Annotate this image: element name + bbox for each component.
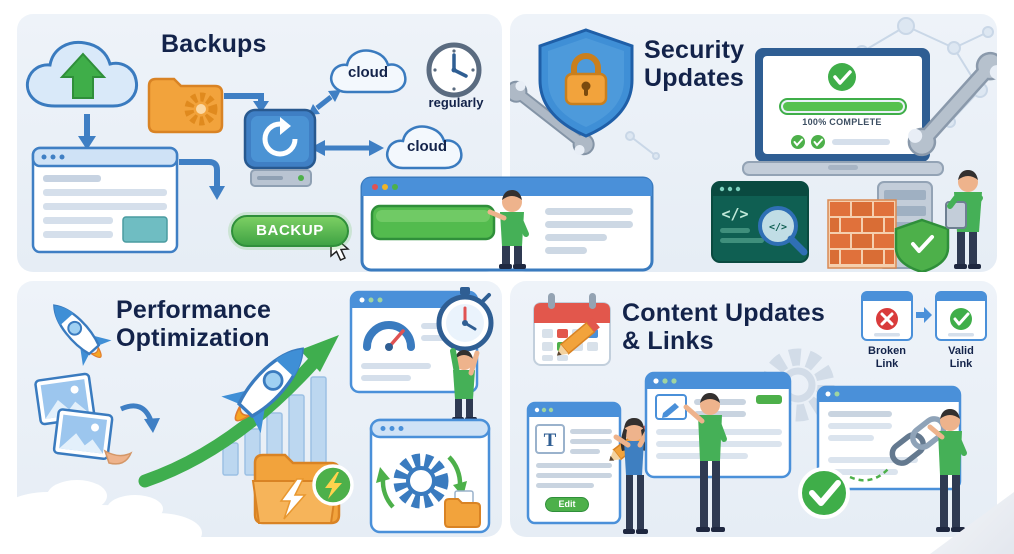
hero-browser-illustration (360, 176, 654, 272)
person-woman (613, 418, 650, 534)
cache-folder-icon (251, 453, 354, 525)
pencil-icon (556, 318, 600, 356)
performance-title: Performance Optimization (116, 296, 272, 352)
regularly-caption: regularly (428, 95, 484, 110)
content-illustration: T (526, 291, 987, 534)
clock-icon (426, 42, 482, 98)
broken-link-window (861, 291, 913, 341)
gear-decoration (761, 348, 835, 422)
cloud-label-bottom: cloud (407, 138, 447, 155)
stopwatch-icon (436, 287, 494, 352)
valid-link-caption: Valid Link (948, 345, 974, 370)
panel-content: T (510, 281, 997, 537)
backups-illustration (25, 40, 482, 261)
settings-window (369, 418, 491, 534)
text-editor-window: T (526, 401, 622, 525)
progress-complete-caption: 100% COMPLETE (802, 117, 882, 127)
valid-link-window (935, 291, 987, 341)
code-glyph-lens: </> (769, 222, 787, 233)
firewall-icon (827, 199, 897, 269)
flow-arrows (78, 93, 269, 200)
check-circle-icon (798, 467, 850, 519)
security-title: Security Updates (644, 36, 745, 92)
performance-illustration (17, 287, 494, 537)
cloud-storage-top-icon (330, 49, 407, 94)
smoke-clouds (17, 480, 202, 537)
person-man-pointing (683, 393, 727, 532)
backups-title: Backups (161, 30, 267, 58)
panel-performance (17, 281, 502, 537)
growth-bars (222, 376, 327, 476)
content-title: Content Updates & Links (622, 299, 825, 355)
code-glyph: </> (721, 205, 748, 223)
panel-security: </> </> (510, 14, 997, 272)
person-link-fixer (927, 409, 967, 532)
person-tablet (945, 170, 983, 269)
cloud-storage-bottom-icon (386, 125, 463, 170)
broken-link-caption: Broken Link (868, 345, 906, 370)
links-browser-window (816, 385, 962, 491)
shield-lock-icon (538, 28, 634, 138)
cloud-label-top: cloud (348, 64, 388, 81)
wrench-icon (907, 51, 997, 157)
backup-button: BACKUP (231, 215, 349, 247)
sync-arrows (308, 90, 384, 156)
calendar-icon (533, 293, 611, 366)
folder-gear-icon (147, 77, 224, 134)
security-illustration: </> </> (510, 17, 997, 272)
link-dashed-arrow (849, 466, 891, 482)
arrow-icon (916, 307, 932, 323)
rocket-small-icon (53, 304, 112, 367)
rocket-large-icon (221, 347, 304, 434)
cloud-upload-icon (25, 40, 139, 108)
laptop-update-illustration (742, 48, 944, 176)
backup-drive-icon (243, 108, 317, 187)
growth-arrow (138, 335, 339, 488)
editor-letter: T (544, 430, 557, 451)
edit-button: Edit (545, 497, 589, 512)
person-stopwatch (450, 348, 480, 422)
person-hero (487, 190, 529, 269)
image-optimization-icon (34, 372, 160, 465)
wrench-small-icon (510, 80, 595, 156)
website-wireframe (31, 146, 179, 254)
code-scan-icon: </> </> (711, 181, 809, 263)
shield-green-icon (894, 218, 950, 272)
